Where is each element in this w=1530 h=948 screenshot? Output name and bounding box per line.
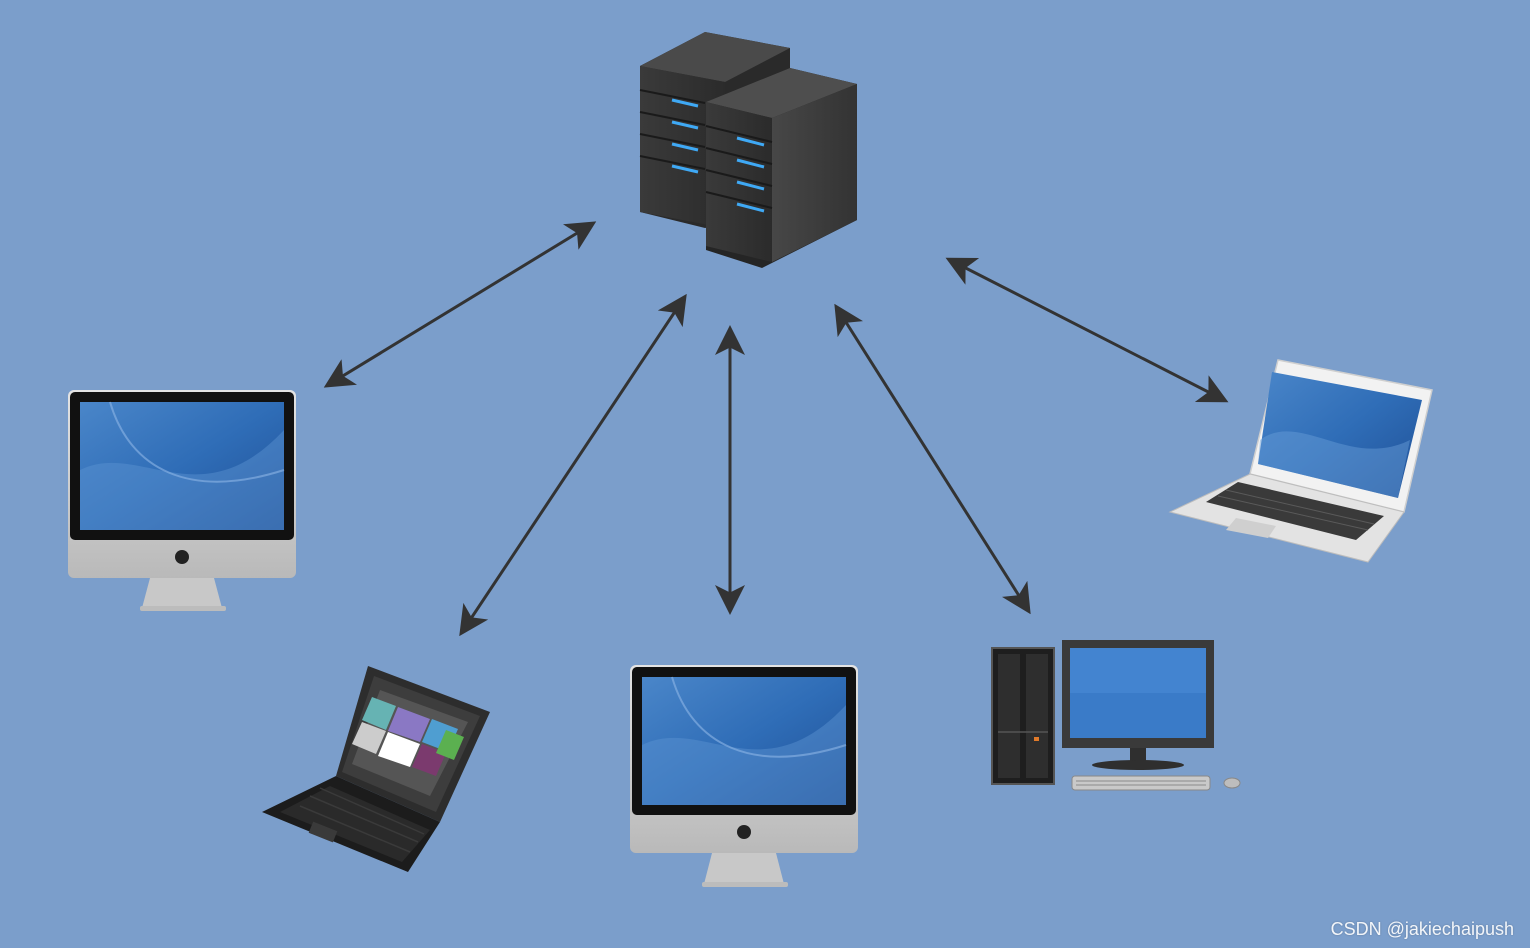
netbook-laptop-icon [262,666,490,872]
laptop-icon [1168,359,1433,563]
server-rack-icon [639,32,857,268]
arrow-server-laptop-right [945,257,1229,403]
watermark: CSDN @jakiechaipush [1330,919,1514,939]
arrow-server-imac-left [323,221,597,388]
imac-desktop-icon [68,390,296,611]
desktop-tower-pc-icon [991,640,1241,791]
arrow-server-netbook [459,293,687,637]
imac-desktop-icon [630,665,858,887]
connections [323,221,1229,637]
arrow-server-tower-pc [834,303,1031,615]
